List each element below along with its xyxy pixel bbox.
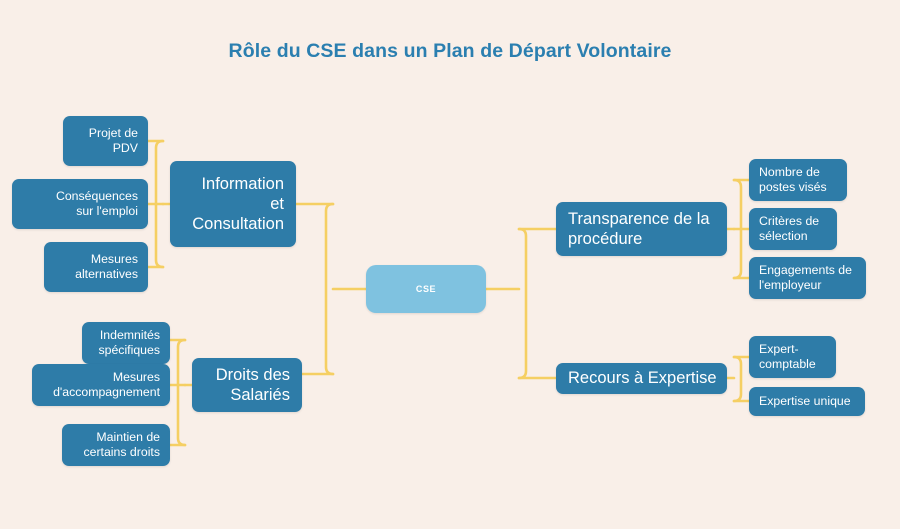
node-indemnites-specifiques-line-2: spécifiques bbox=[98, 343, 160, 357]
node-mesures-accompagnement-line-2: d'accompagnement bbox=[53, 385, 160, 399]
node-consequences-sur-emploi[interactable]: Conséquences sur l'emploi bbox=[12, 179, 148, 229]
node-mesures-alternatives-line-2: alternatives bbox=[75, 267, 138, 281]
link-transparence-children-trunk bbox=[732, 178, 743, 280]
node-projet-de-pdv-line-1: Projet de bbox=[88, 126, 138, 140]
node-projet-de-pdv-line-2: PDV bbox=[112, 141, 138, 155]
node-expert-comptable-line-1: Expert- bbox=[759, 342, 799, 356]
node-transparence-procedure[interactable]: Transparence de la procédure bbox=[556, 202, 727, 256]
node-engagements-employeur-line-1: Engagements de bbox=[759, 263, 852, 277]
node-consequences-sur-emploi-line-2: sur l'emploi bbox=[76, 204, 138, 218]
page-title: Rôle du CSE dans un Plan de Départ Volon… bbox=[228, 40, 672, 62]
link-recours-children-trunk bbox=[732, 355, 743, 403]
node-mesures-alternatives[interactable]: Mesures alternatives bbox=[44, 242, 148, 292]
node-transparence-procedure-line-1: Transparence de la bbox=[568, 209, 710, 228]
node-information-consultation[interactable]: Information et Consultation bbox=[170, 161, 296, 247]
node-center-cse[interactable]: CSE bbox=[366, 265, 486, 313]
node-nombre-postes-vises[interactable]: Nombre de postes visés bbox=[749, 159, 847, 201]
node-consequences-sur-emploi-line-1: Conséquences bbox=[55, 189, 138, 203]
node-engagements-employeur-line-2: l'employeur bbox=[759, 278, 822, 292]
node-expert-comptable[interactable]: Expert- comptable bbox=[749, 336, 836, 378]
node-engagements-employeur[interactable]: Engagements de l'employeur bbox=[749, 257, 866, 299]
link-droits-children-trunk bbox=[176, 338, 187, 447]
node-maintien-certains-droits-line-1: Maintien de bbox=[96, 430, 160, 444]
node-mesures-accompagnement[interactable]: Mesures d'accompagnement bbox=[32, 364, 170, 406]
node-mesures-accompagnement-line-1: Mesures bbox=[112, 370, 160, 384]
node-expertise-unique-line-1: Expertise unique bbox=[759, 394, 851, 408]
node-recours-expertise-line-1: Recours à Expertise bbox=[568, 369, 717, 388]
node-droits-des-salaries[interactable]: Droits des Salariés bbox=[192, 358, 302, 412]
link-right-trunk bbox=[517, 227, 528, 380]
node-recours-expertise[interactable]: Recours à Expertise bbox=[556, 363, 727, 394]
node-criteres-selection-line-1: Critères de bbox=[759, 214, 820, 228]
node-information-consultation-line-3: Consultation bbox=[192, 215, 284, 234]
node-expert-comptable-line-2: comptable bbox=[759, 357, 816, 371]
node-maintien-certains-droits-line-2: certains droits bbox=[83, 445, 160, 459]
node-indemnites-specifiques[interactable]: Indemnités spécifiques bbox=[82, 322, 170, 364]
node-transparence-procedure-line-2: procédure bbox=[568, 230, 643, 248]
node-information-consultation-line-2: et bbox=[270, 194, 284, 213]
link-left-trunk bbox=[324, 202, 335, 376]
node-center-cse-label: CSE bbox=[415, 283, 437, 294]
node-information-consultation-line-1: Information bbox=[201, 174, 284, 193]
node-criteres-selection-line-2: sélection bbox=[759, 229, 808, 243]
node-nombre-postes-vises-line-1: Nombre de bbox=[759, 165, 820, 179]
node-expertise-unique[interactable]: Expertise unique bbox=[749, 387, 865, 416]
node-mesures-alternatives-line-1: Mesures bbox=[90, 252, 138, 266]
node-droits-des-salaries-line-2: Salariés bbox=[230, 386, 290, 404]
node-droits-des-salaries-line-1: Droits des bbox=[215, 365, 290, 384]
link-info-children-trunk bbox=[154, 139, 165, 269]
node-maintien-certains-droits[interactable]: Maintien de certains droits bbox=[62, 424, 170, 466]
node-criteres-selection[interactable]: Critères de sélection bbox=[749, 208, 837, 250]
node-projet-de-pdv[interactable]: Projet de PDV bbox=[63, 116, 148, 166]
node-nombre-postes-vises-line-2: postes visés bbox=[759, 180, 827, 194]
node-indemnites-specifiques-line-1: Indemnités bbox=[99, 328, 160, 342]
